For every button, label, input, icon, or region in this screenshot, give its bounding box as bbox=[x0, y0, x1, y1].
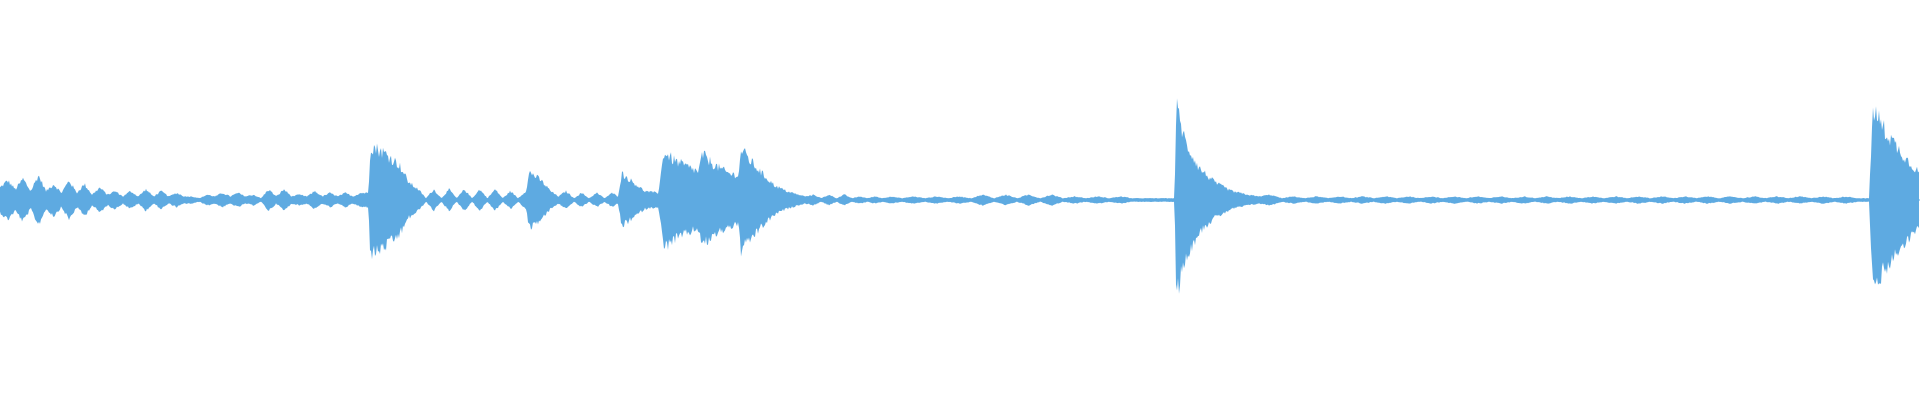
waveform-signal bbox=[0, 98, 1919, 294]
